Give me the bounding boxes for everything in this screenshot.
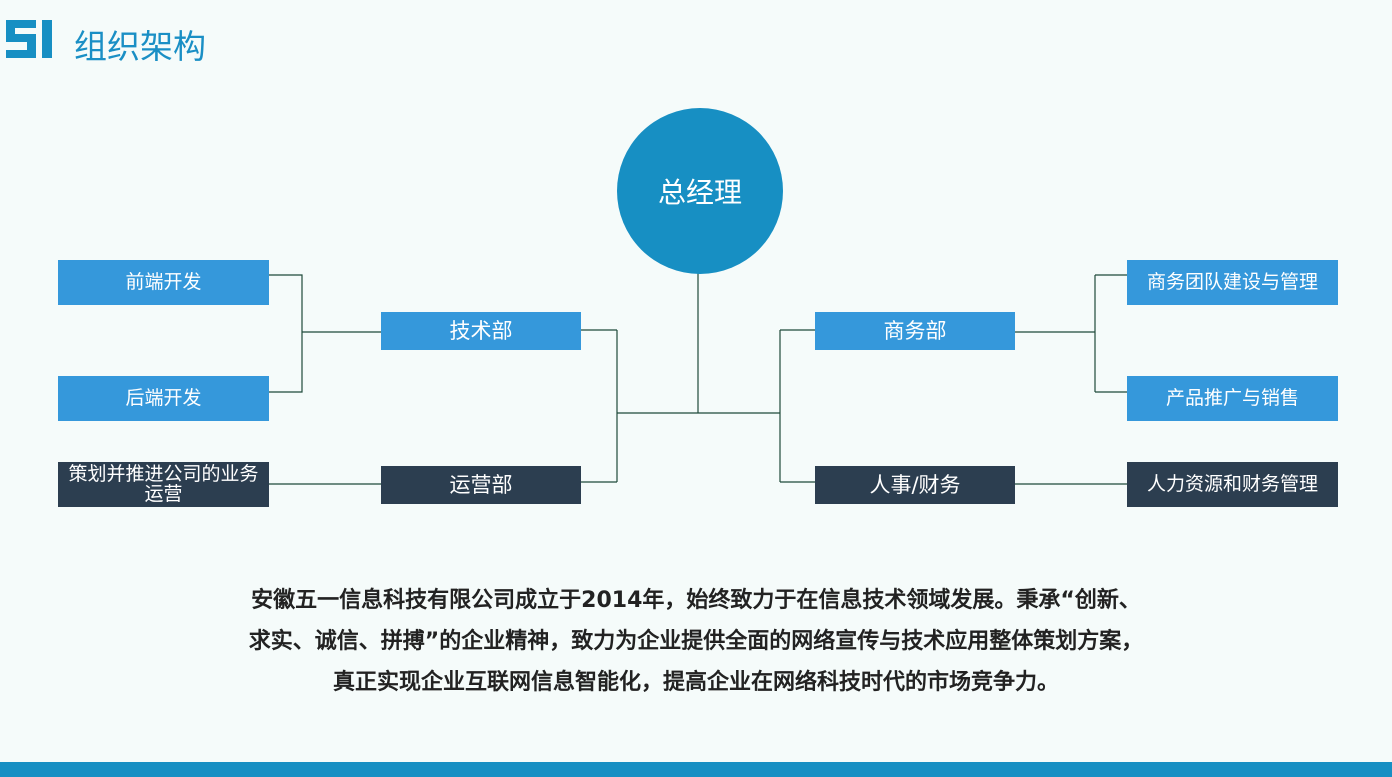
logo-icon	[6, 20, 52, 58]
node-biz-team: 商务团队建设与管理	[1127, 260, 1338, 305]
description-line: 求实、诚信、拼搏”的企业精神，致力为企业提供全面的网络宣传与技术应用整体策划方案…	[248, 629, 1144, 654]
node-ops-dept: 运营部	[381, 466, 581, 504]
node-tech-dept: 技术部	[381, 312, 581, 350]
description-line: 真正实现企业互联网信息智能化，提高企业在网络科技时代的市场竞争力。	[332, 670, 1059, 695]
node-biz-sales: 产品推广与销售	[1127, 376, 1338, 421]
node-hr-task: 人力资源和财务管理	[1127, 462, 1338, 507]
node-ops-task: 策划并推进公司的业务运营	[58, 462, 269, 507]
node-frontend: 前端开发	[58, 260, 269, 305]
bottom-bar	[0, 762, 1392, 777]
node-general-manager: 总经理	[617, 108, 783, 274]
node-biz-dept: 商务部	[815, 312, 1015, 350]
company-description: 安徽五一信息科技有限公司成立于2014年，始终致力于在信息技术领域发展。秉承“创…	[100, 580, 1292, 703]
node-backend: 后端开发	[58, 376, 269, 421]
page-title: 组织架构	[74, 27, 206, 66]
node-hr-dept: 人事/财务	[815, 466, 1015, 504]
description-line: 安徽五一信息科技有限公司成立于2014年，始终致力于在信息技术领域发展。秉承“创…	[251, 588, 1141, 613]
